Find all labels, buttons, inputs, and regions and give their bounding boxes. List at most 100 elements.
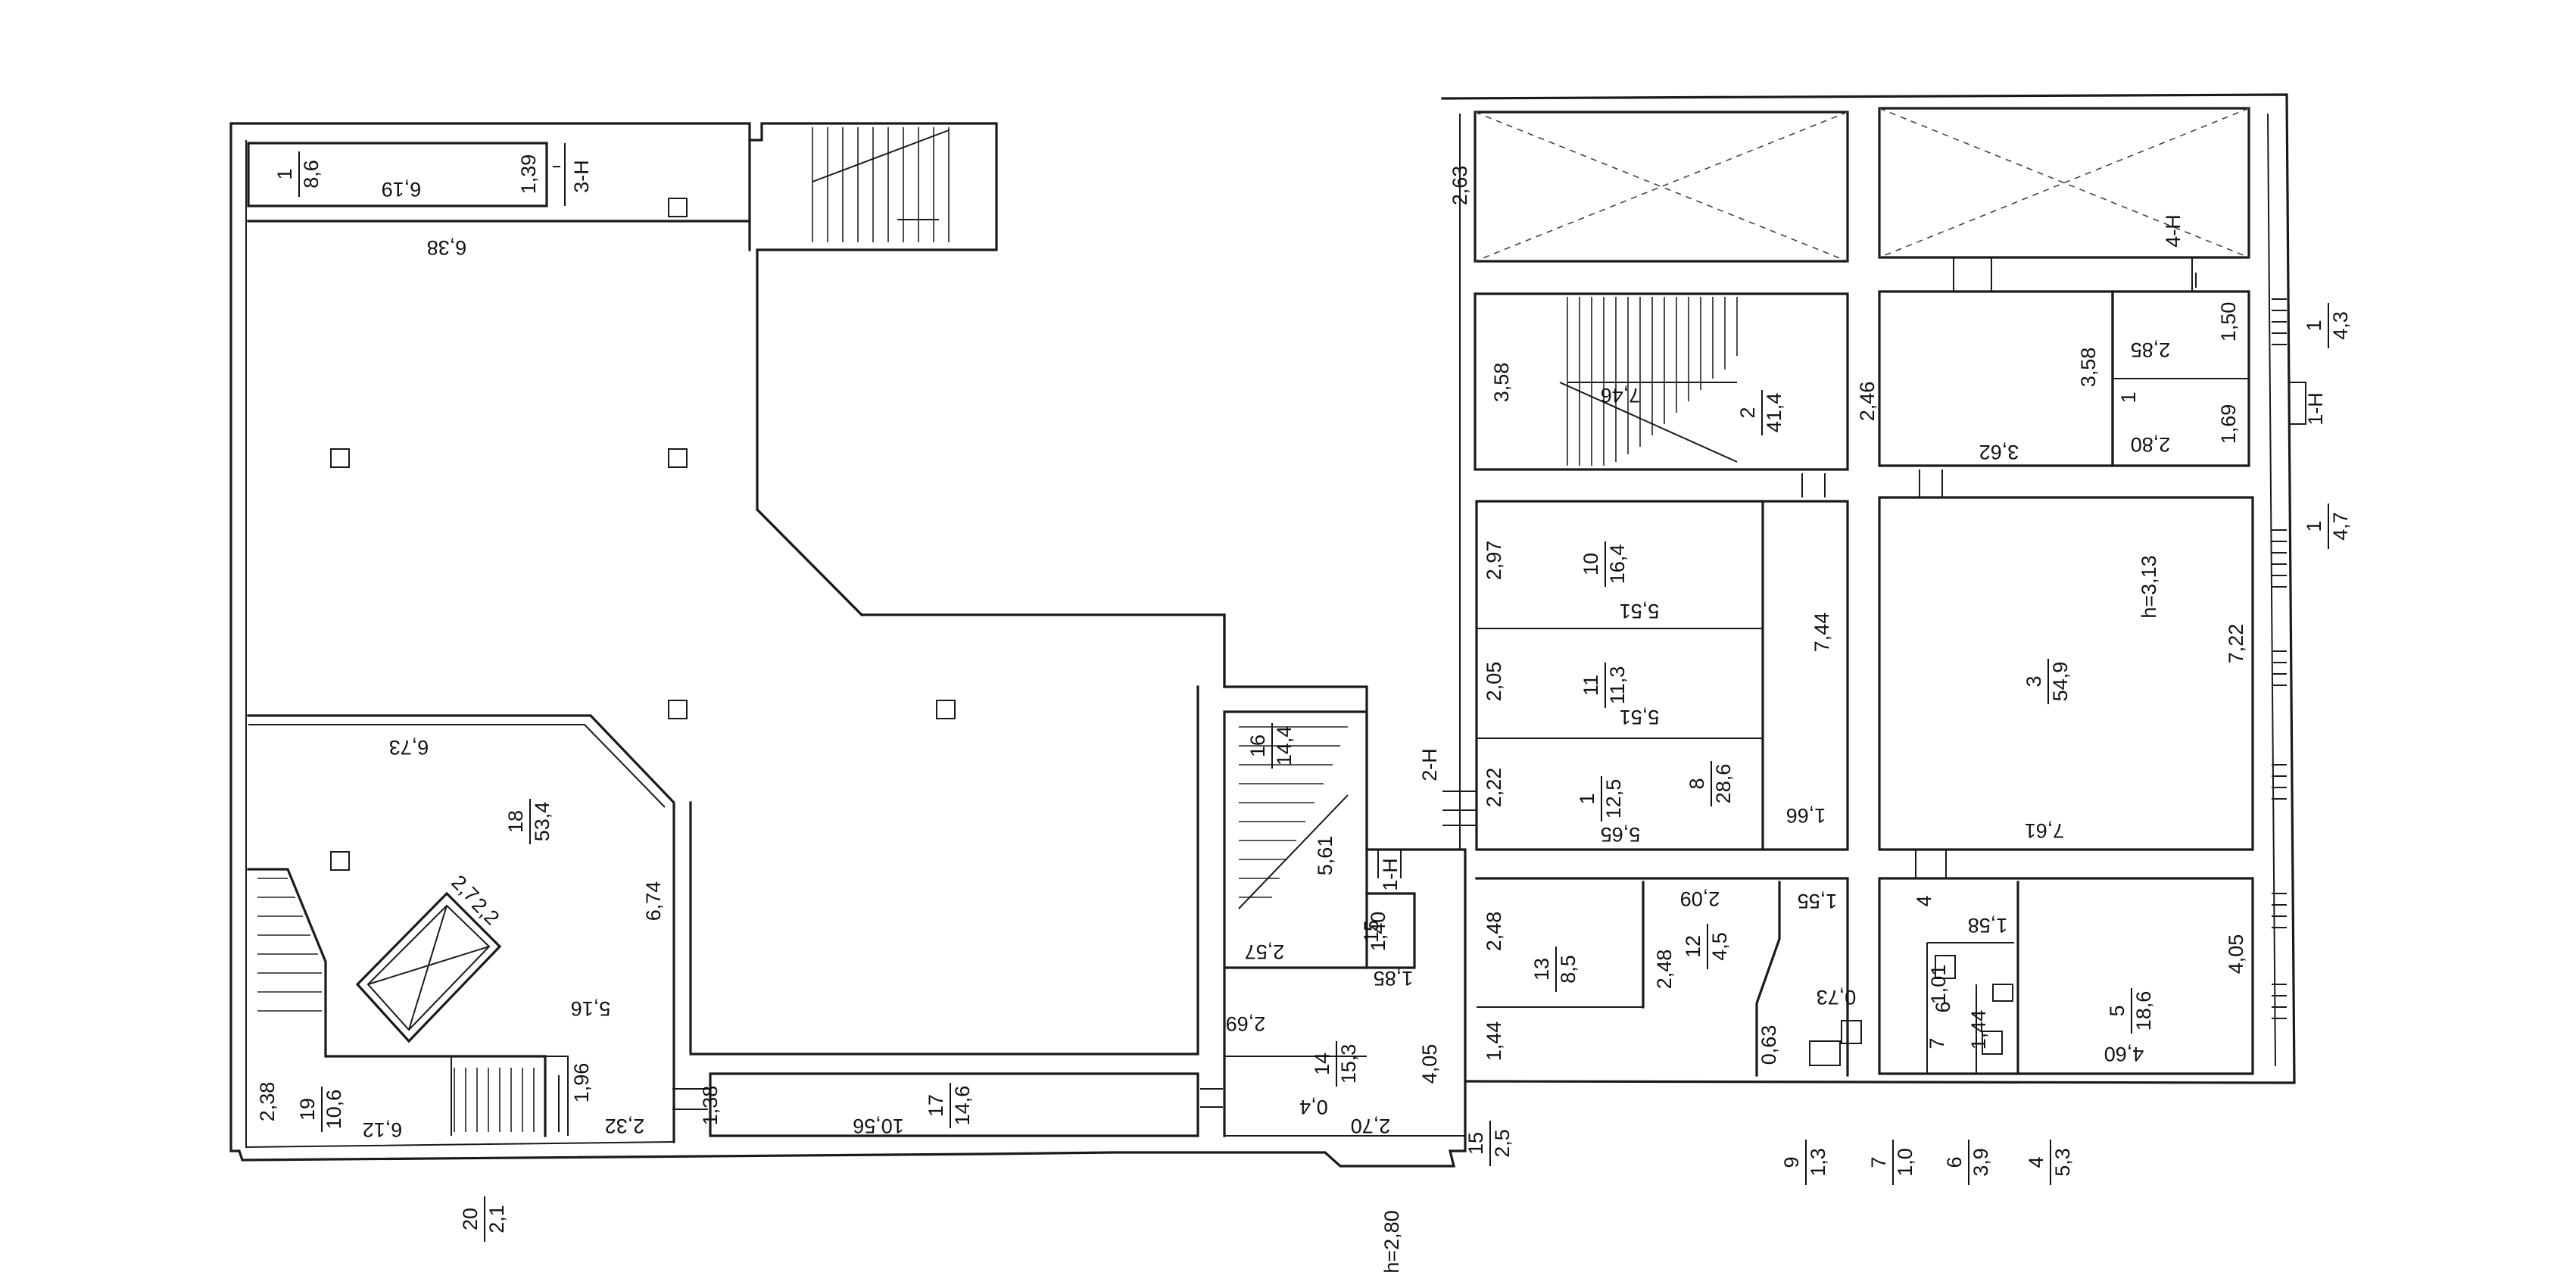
ceiling-height-1: h=3,13 — [2138, 555, 2160, 618]
room-label-3-15-area: 54,9 — [2049, 662, 2072, 702]
room-label-10-9-number: 10 — [1580, 553, 1602, 575]
dimension-d-6-19: 6,19 — [382, 178, 422, 201]
outside-label-6-area: 4,3 — [2329, 311, 2352, 340]
dimension-d-1-01: 1,01 — [1927, 965, 1950, 1005]
room-label-4-16-number: 4 — [1913, 895, 1935, 906]
dimension-d-2-05: 2,05 — [1483, 662, 1505, 702]
dimension-d-2-69: 2,69 — [1226, 1012, 1266, 1035]
dimension-d-1-66: 1,66 — [1786, 804, 1826, 827]
room-label-14-6-area: 15,3 — [1337, 1044, 1360, 1084]
room-label-19-2-number: 19 — [296, 1098, 319, 1121]
dimension-d-1-39: 1,39 — [517, 154, 540, 195]
exit-mark-3: 1-H — [2304, 392, 2327, 426]
dimension-d-2-09: 2,09 — [1680, 887, 1720, 910]
dimension-d-6-73: 6,73 — [389, 736, 429, 759]
dimension-d-7-46: 7,46 — [1601, 384, 1641, 407]
outside-label-1-number: 15 — [1464, 1132, 1487, 1155]
outside-label-7-number: 1 — [2303, 520, 2325, 532]
room-label-12-8-number: 12 — [1682, 935, 1704, 958]
dimension-d-5-51a: 5,51 — [1620, 600, 1660, 622]
room-label-11-10-area: 11,3 — [1606, 666, 1629, 705]
dimension-d-1-55: 1,55 — [1798, 890, 1838, 912]
dimension-d-1-40: 1,40 — [1367, 912, 1389, 952]
room-label-14-6-number: 14 — [1311, 1053, 1333, 1075]
room-label-3-15-number: 3 — [2022, 675, 2045, 687]
dimension-d-2-32: 2,32 — [605, 1115, 645, 1137]
dimension-d-2-38: 2,38 — [256, 1082, 279, 1122]
dimension-d-2-48a: 2,48 — [1483, 912, 1505, 952]
outside-label-4-area: 3,9 — [1969, 1148, 1992, 1177]
outside-label-6-number: 1 — [2303, 320, 2325, 331]
stair-hatching — [257, 127, 1349, 1132]
dimension-d-0-63: 0,63 — [1757, 1025, 1780, 1065]
dimension-d-2-22: 2,22 — [1483, 768, 1505, 808]
dimension-d-2-70: 2,70 — [1351, 1115, 1391, 1137]
dimension-d-4-05a: 4,05 — [1418, 1044, 1441, 1084]
outside-label-4-number: 6 — [1943, 1156, 1966, 1168]
dimension-d-7-44: 7,44 — [1810, 613, 1833, 653]
room-label-5-17-number: 5 — [2106, 1005, 2128, 1016]
outside-label-3-number: 7 — [1867, 1156, 1890, 1168]
dimension-d-5-61: 5,61 — [1314, 836, 1336, 876]
room-label-16-4-number: 16 — [1246, 734, 1269, 757]
room-label-17-3-area: 14,6 — [951, 1086, 974, 1126]
dimension-d-3-58b: 3,58 — [2077, 348, 2100, 388]
room-label-17-3-number: 17 — [925, 1094, 947, 1117]
dimension-d-3-58a: 3,58 — [1490, 363, 1513, 403]
dimension-d-2-85: 2,85 — [2131, 338, 2171, 361]
outside-label-2-number: 9 — [1780, 1156, 1803, 1168]
room-label-1-14: 1 — [2117, 391, 2140, 403]
dimension-d-2-97: 2,97 — [1483, 541, 1505, 581]
outside-label-0-number: 20 — [459, 1208, 482, 1230]
dimension-d-5-51b: 5,51 — [1620, 706, 1660, 728]
room-label-19-2-area: 10,6 — [323, 1090, 345, 1130]
dimension-d-2-48b: 2,48 — [1653, 950, 1676, 990]
exit-mark-2: 1-H — [1379, 858, 1402, 891]
outside-label-5-area: 5,3 — [2051, 1148, 2074, 1177]
dimension-d-1-85: 1,85 — [1374, 967, 1414, 990]
room-label-10-9-area: 16,4 — [1606, 544, 1629, 585]
dimension-d-7-61: 7,61 — [2025, 819, 2065, 842]
openings — [553, 166, 2306, 1132]
dimension-d-1-38: 1,38 — [699, 1086, 722, 1126]
dimension-d-1-50: 1,50 — [2217, 302, 2240, 342]
outside-label-7-area: 4,7 — [2329, 512, 2352, 541]
dimension-d-6-74: 6,74 — [642, 881, 665, 922]
room-label-1-0-area: 8,6 — [300, 160, 323, 189]
room-label-1-11-number: 1 — [1576, 793, 1598, 804]
room-label-2-13-area: 41,4 — [1763, 393, 1785, 433]
dimension-d-1-96: 1,96 — [570, 1063, 593, 1103]
room-label-1-14-number: 1 — [2117, 391, 2140, 403]
dimension-d-2-57: 2,57 — [1245, 940, 1285, 963]
dimension-d-1-69: 1,69 — [2217, 404, 2240, 444]
room-label-13-7-number: 13 — [1530, 958, 1553, 981]
outside-label-2-area: 1,3 — [1807, 1148, 1829, 1177]
room-label-4-16: 4 — [1913, 895, 1935, 906]
dimension-d-2-46: 2,46 — [1856, 382, 1879, 422]
dimension-d-7-22: 7,22 — [2225, 624, 2247, 664]
room-label-7-19: 7 — [1926, 1037, 1948, 1049]
dimension-d-4-05b: 4,05 — [2225, 934, 2247, 975]
room-label-7-19-number: 7 — [1926, 1037, 1948, 1049]
dimension-d-5-65: 5,65 — [1601, 823, 1641, 846]
room-label-6-18: 6 — [1932, 1001, 1954, 1012]
